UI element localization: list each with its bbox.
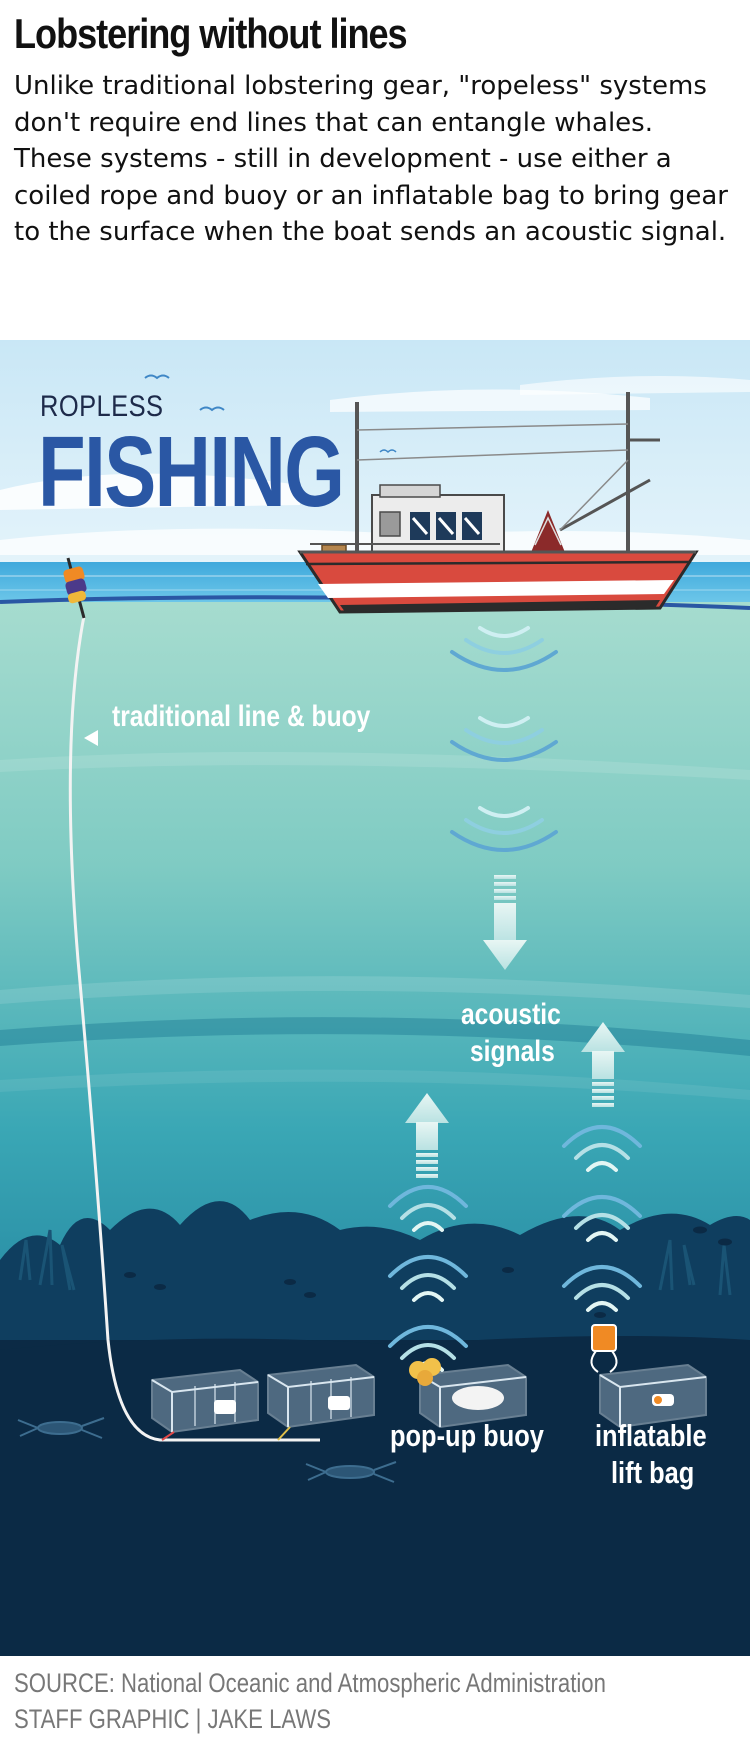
arrow-up-icon (405, 1093, 449, 1178)
lobster-trap (267, 1363, 375, 1441)
popup-buoy-label: pop-up buoy (390, 1418, 544, 1453)
lift-bag-label-line1: inflatable (595, 1418, 707, 1453)
description-text: Unlike traditional lobstering gear, "rop… (14, 71, 728, 247)
source-credit: SOURCE: National Oceanic and Atmospheric… (14, 1668, 606, 1698)
acoustic-waves-liftbag (562, 1125, 642, 1312)
lobster-trap (151, 1368, 259, 1441)
lobster-icon (305, 1461, 397, 1483)
popup-buoy-trap (409, 1358, 527, 1429)
seafloor (0, 1340, 750, 1656)
acoustic-signals-label-line2: signals (470, 1035, 555, 1068)
arrow-left-icon (84, 730, 98, 746)
fish-school (124, 1226, 732, 1318)
cloud (330, 389, 650, 412)
bird-icon (379, 449, 397, 454)
brand-title: FISHING (38, 416, 345, 528)
lift-bag-label-line2: lift bag (611, 1455, 695, 1490)
arrow-up-icon (581, 1022, 625, 1107)
bird-icon (199, 406, 225, 412)
acoustic-waves-down (450, 626, 558, 852)
cloud (0, 473, 300, 510)
traditional-line-label: traditional line & buoy (112, 700, 371, 733)
lift-bag-trap (590, 1324, 707, 1429)
footer: SOURCE: National Oceanic and Atmospheric… (0, 1656, 750, 1742)
acoustic-signals-label-line1: acoustic (461, 998, 561, 1031)
traditional-buoy-line (63, 557, 320, 1442)
cloud (520, 376, 750, 395)
page-title: Lobstering without lines (14, 10, 408, 57)
lobster-icon (17, 1417, 105, 1439)
staff-graphic-credit: STAFF GRAPHIC | JAKE LAWS (14, 1704, 331, 1734)
brand-subtitle: ROPLESS (40, 390, 164, 423)
bird-icon (144, 374, 170, 380)
ropeless-fishing-illustration: ROPLESS FISHING traditional line & buoy … (0, 340, 750, 1656)
fishing-boat (297, 392, 699, 614)
header: Lobstering without lines Unlike traditio… (0, 0, 750, 340)
illustration-canvas (0, 340, 750, 1656)
arrow-down-icon (483, 875, 527, 970)
